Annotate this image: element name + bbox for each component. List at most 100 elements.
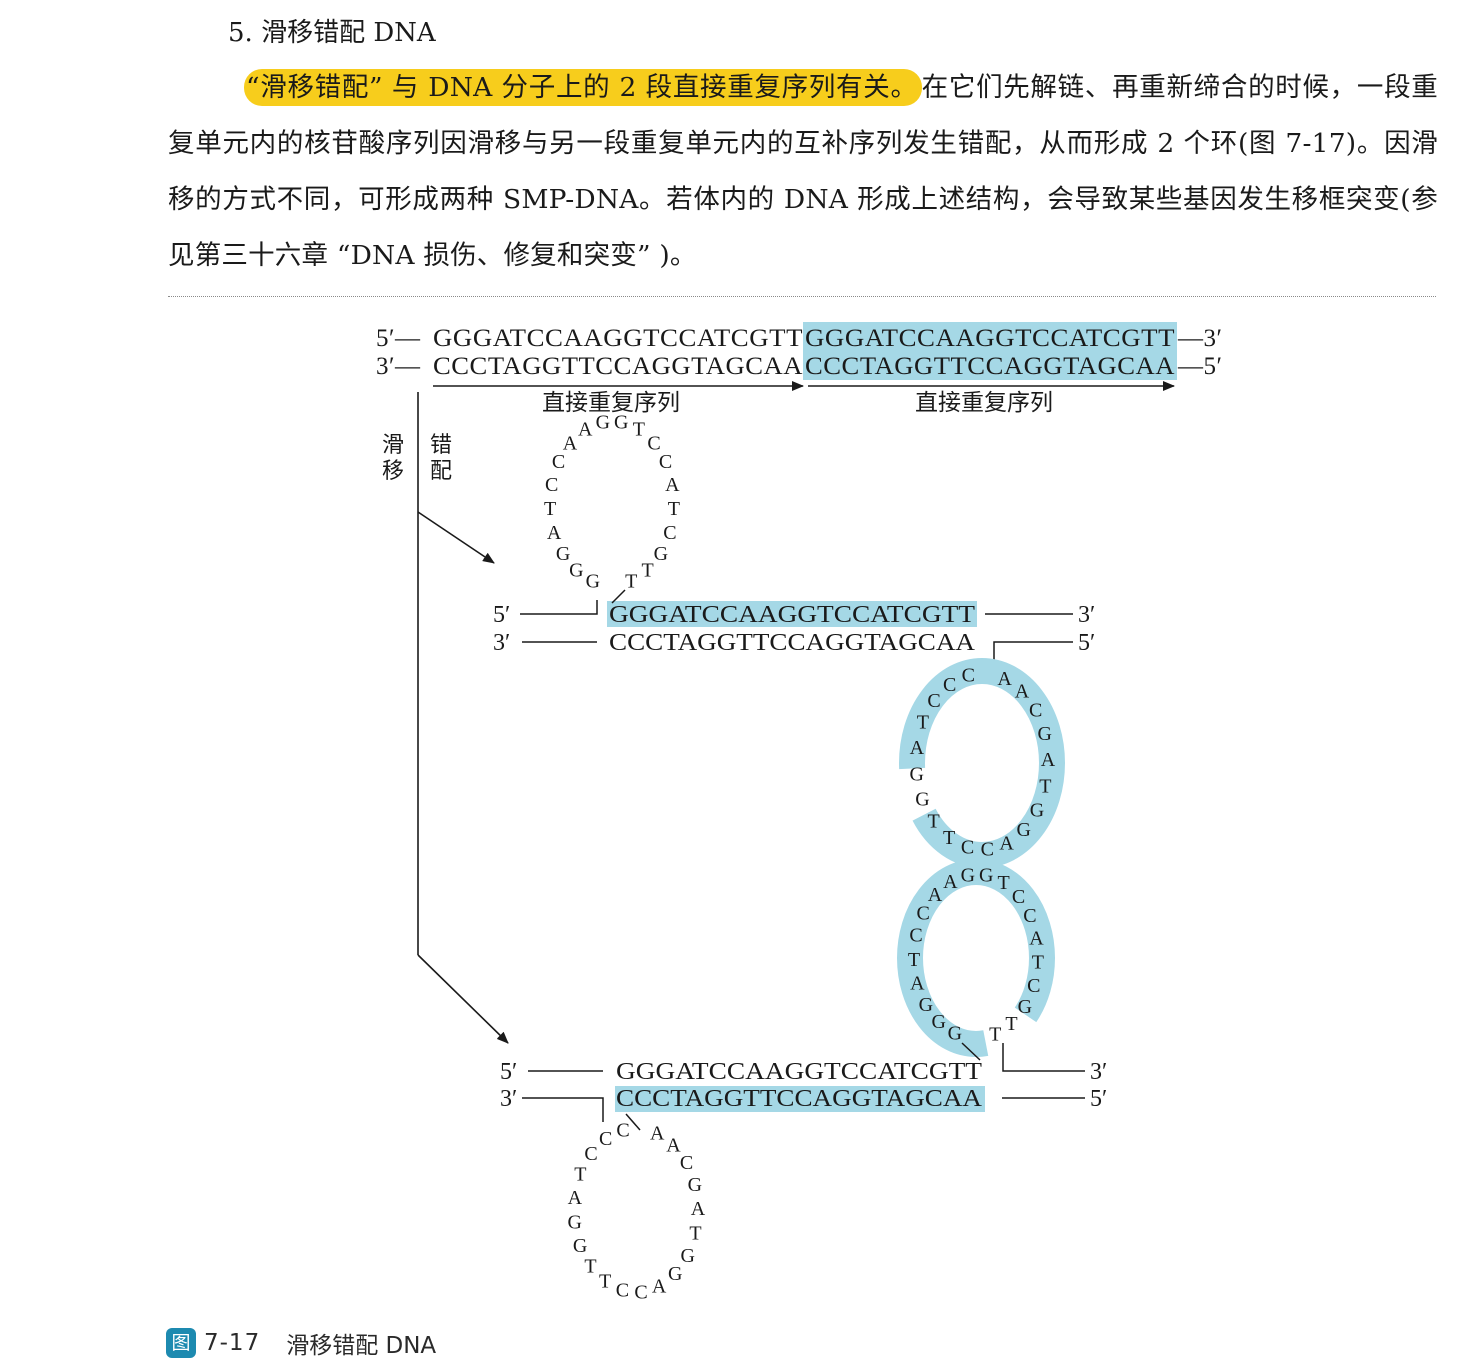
loop-base: G (909, 763, 923, 785)
loop-base: G (979, 865, 993, 887)
loop-base: T (625, 571, 637, 593)
loop-base: T (989, 1024, 1001, 1046)
loop-base: G (556, 543, 570, 565)
loop-base: C (663, 522, 676, 544)
s2-left-connector (522, 1097, 604, 1122)
loop-base: G (1016, 819, 1030, 841)
loop-base: T (584, 1255, 596, 1277)
loop-base: T (917, 712, 929, 734)
loop-base: T (544, 498, 556, 520)
loop-base: A (666, 1134, 681, 1156)
loop-base: G (1018, 996, 1032, 1018)
loop-base: G (688, 1174, 702, 1196)
s1-top-3: 3′ (1078, 602, 1095, 628)
loop-base: C (943, 674, 956, 696)
loop-base: G (1030, 799, 1044, 821)
s1-loop-join (611, 589, 626, 604)
loop-base: A (1029, 927, 1044, 949)
strand2-3-label: 3′— (376, 353, 421, 380)
strand1-repeat1: GGGATCCAAGGTCCATCGTT (433, 325, 803, 352)
s1-bottom-loop-highlight (899, 658, 1065, 868)
loop-base: C (584, 1143, 597, 1165)
loop-base: C (1023, 905, 1036, 927)
s2-bot-5: 5′ (1090, 1086, 1107, 1112)
loop-base: C (647, 432, 660, 454)
loop-base: G (614, 411, 628, 433)
s2-bottom-loop-join (625, 1113, 641, 1131)
s2-bot-3: 3′ (500, 1086, 517, 1112)
slip-label: 滑移 (382, 433, 404, 484)
branch-arrow-1 (417, 511, 495, 564)
loop-base: C (1029, 699, 1042, 721)
loop-base: C (961, 836, 974, 858)
loop-base: T (908, 949, 920, 971)
loop-base: C (962, 664, 975, 686)
loop-base: C (680, 1152, 693, 1174)
repeat-label-1: 直接重复序列 (542, 390, 680, 416)
loop-base: C (659, 451, 672, 473)
loop-base: G (573, 1235, 587, 1257)
loop-base: A (578, 419, 593, 441)
figure-title: 滑移错配 DNA (286, 1333, 437, 1359)
figure-number: 7-17 (204, 1330, 261, 1356)
loop-base: A (943, 871, 958, 893)
loop-base: T (641, 560, 653, 582)
loop-base: A (910, 972, 925, 994)
loop-base: T (1005, 1013, 1017, 1035)
loop-base: A (652, 1276, 667, 1298)
loop-base: C (616, 1119, 629, 1141)
loop-base: G (1037, 723, 1051, 745)
loop-base: A (691, 1198, 706, 1220)
loop-base: T (943, 827, 955, 849)
s2-top-loop-highlight (897, 859, 1055, 1057)
branch-arrow-2 (417, 954, 509, 1044)
loop-base: C (1027, 975, 1040, 997)
figure-7-17: 5′— GGGATCCAAGGTCCATCGTT GGGATCCAAGGTCCA… (376, 322, 1222, 1303)
s1-top-highlight (607, 601, 977, 627)
loop-base: G (654, 543, 668, 565)
loop-base: T (1032, 952, 1044, 974)
body-paragraph: “滑移错配” 与 DNA 分子上的 2 段直接重复序列有关。在它们先解链、再重新… (168, 60, 1438, 284)
loop-base: T (997, 872, 1009, 894)
loop-base: A (1041, 749, 1056, 771)
strand2-repeat2: CCCTAGGTTCCAGGTAGCAA (805, 353, 1175, 380)
paragraph-text: 在它们先解链、再重新缔合的时候，一段重复单元内的核苷酸序列因滑移与另一段重复单元… (168, 72, 1438, 271)
s1-bot-5: 5′ (1078, 630, 1095, 656)
loop-base: G (931, 1011, 945, 1033)
s1-top-seq: GGGATCCAAGGTCCATCGTT (609, 602, 975, 628)
loop-base: T (599, 1271, 611, 1293)
strand2-5-label: —5′ (1177, 353, 1222, 380)
s1-right-connector (993, 641, 1073, 666)
loop-base: A (650, 1122, 665, 1144)
loop-base: A (910, 737, 925, 759)
s1-bot-3: 3′ (493, 630, 510, 656)
loop-base: G (680, 1245, 694, 1267)
loop-base: A (997, 668, 1012, 690)
loop-base: G (961, 864, 975, 886)
loop-base: C (927, 690, 940, 712)
loop-base: T (574, 1163, 586, 1185)
s2-right-connector (1002, 1043, 1085, 1072)
loop-base: T (633, 419, 645, 441)
loop-base: C (545, 474, 558, 496)
loop-base: A (547, 522, 562, 544)
s1-top-5: 5′ (493, 602, 510, 628)
strand2-repeat1: CCCTAGGTTCCAGGTAGCAA (433, 353, 803, 380)
loop-base: G (569, 560, 583, 582)
strand1-repeat2: GGGATCCAAGGTCCATCGTT (805, 325, 1175, 352)
loop-base: A (568, 1187, 583, 1209)
repeat-highlight (803, 322, 1177, 380)
loop-base: T (1039, 775, 1051, 797)
loop-base: A (999, 832, 1014, 854)
s1-left-connector (520, 600, 598, 615)
loop-base: G (567, 1211, 581, 1233)
loop-base: C (599, 1128, 612, 1150)
figure-badge: 图 (166, 1328, 196, 1358)
loop-base: A (665, 474, 680, 496)
section-title: 5. 滑移错配 DNA (228, 18, 436, 48)
s2-bot-seq: CCCTAGGTTCCAGGTAGCAA (616, 1086, 983, 1112)
